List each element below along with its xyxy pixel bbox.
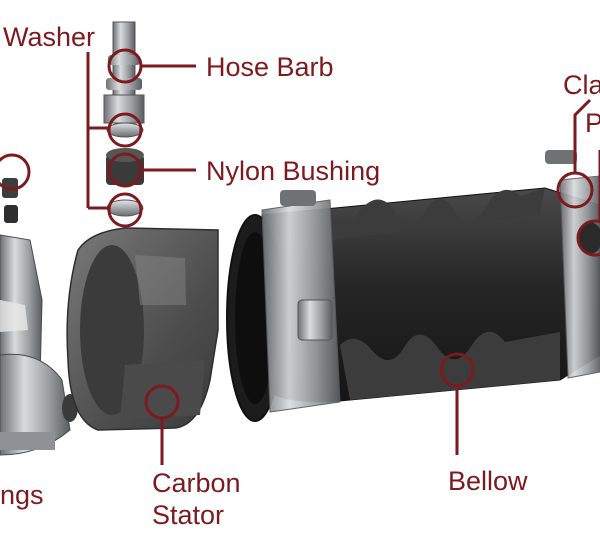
set-screw (4, 205, 18, 223)
bellow-assembly (226, 150, 600, 422)
callout-circle-set-screw (0, 153, 31, 191)
label-rings-partial: ngs (0, 480, 44, 510)
label-clamp-partial: Cla (563, 70, 600, 100)
label-nylon-bushing: Nylon Bushing (206, 156, 381, 186)
label-bellow: Bellow (448, 466, 528, 496)
callouts (0, 48, 600, 465)
callout-circle-plug (576, 219, 600, 257)
carbon-stator-part (66, 227, 219, 431)
label-carbon-stator-line2: Stator (152, 500, 225, 530)
label-washer: Washer (3, 22, 96, 52)
leader-clamp (573, 98, 592, 173)
callout-circle-upper-washer (107, 112, 143, 148)
left-ring-assembly (0, 178, 78, 456)
label-hose-barb: Hose Barb (206, 52, 334, 82)
label-carbon-stator-line1: Carbon (152, 468, 241, 498)
callout-circle-lower-washer (107, 192, 143, 228)
leader-washer (86, 52, 108, 210)
nylon-bushing-part (106, 155, 144, 185)
upper-washer (106, 122, 144, 138)
label-pipe-partial: P (585, 108, 600, 138)
